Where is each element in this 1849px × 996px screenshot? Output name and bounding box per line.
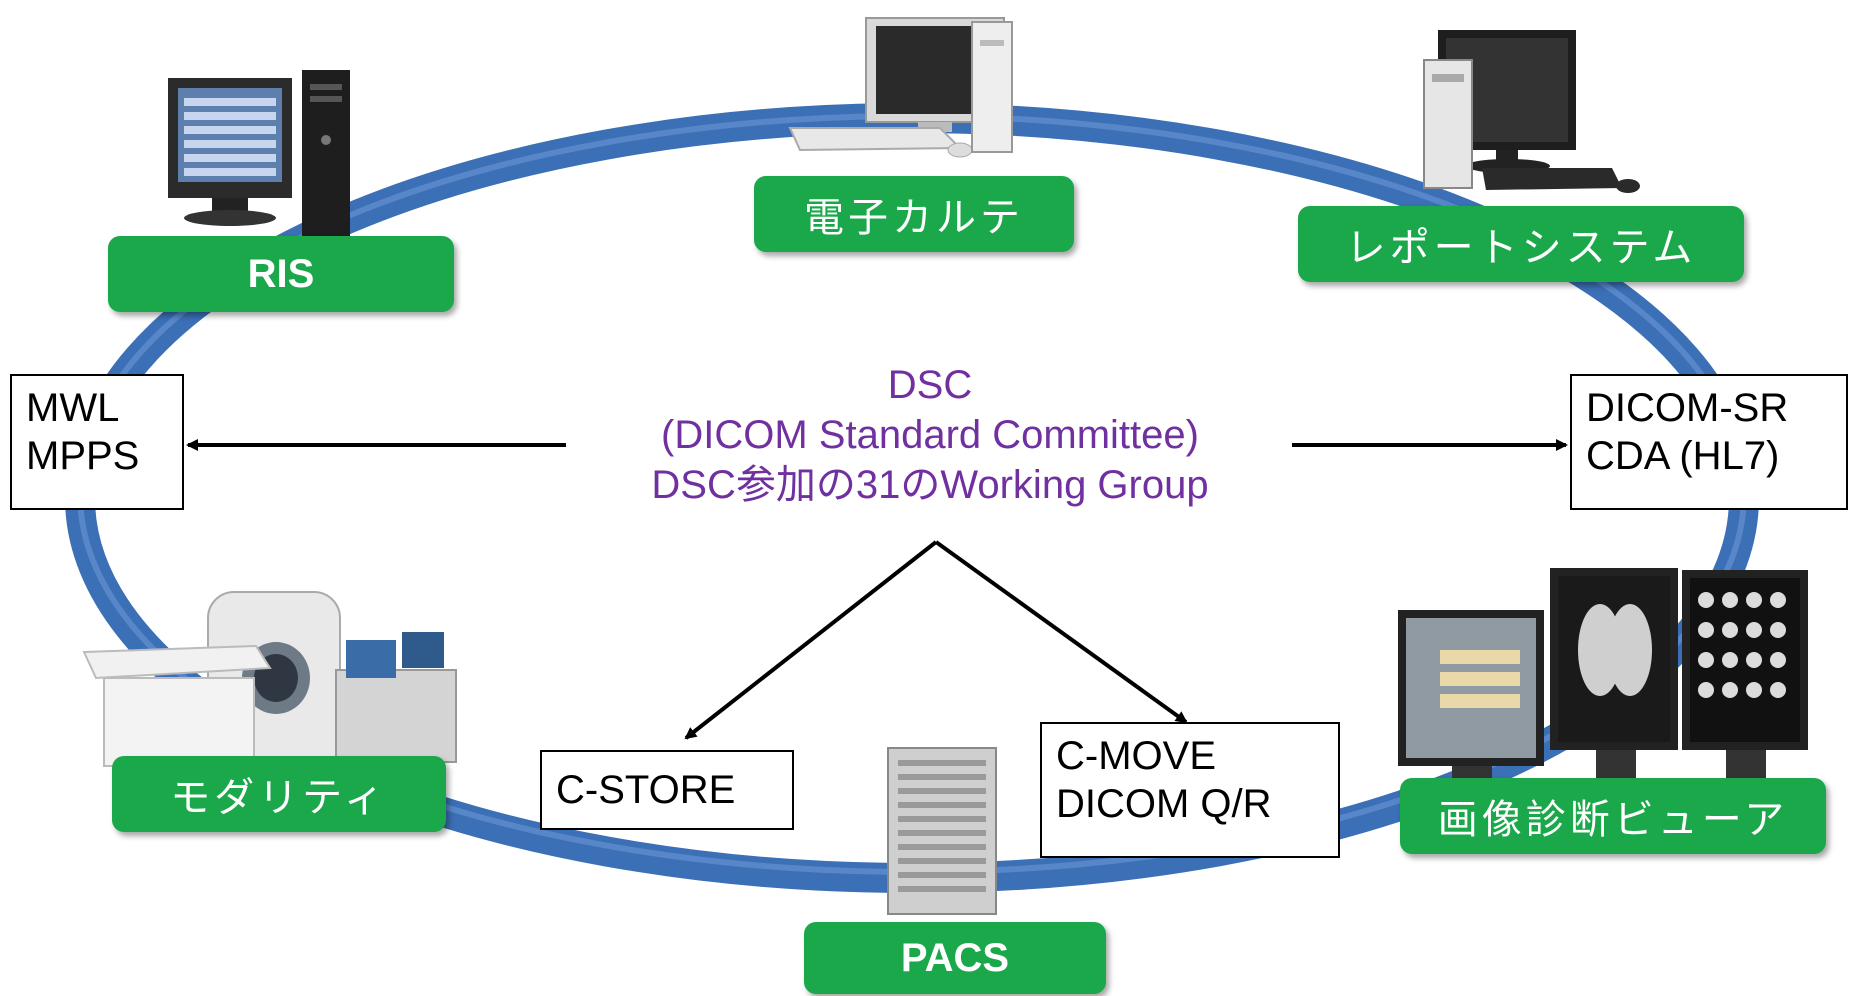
emr-pc-icon <box>788 17 1013 158</box>
mwl-label: MWL <box>26 386 120 430</box>
c-store-label: C-STORE <box>556 768 736 812</box>
mpps-label: MPPS <box>26 434 140 478</box>
report-system-node: レポートシステム <box>1298 206 1744 282</box>
dsc-working-groups: DSC参加の31のWorking Group <box>651 463 1209 507</box>
dicom-sr-callout: DICOM-SR CDA (HL7) <box>1570 374 1848 510</box>
ris-workstation-icon <box>168 70 350 240</box>
dsc-center-label: DSC (DICOM Standard Committee) DSC参加の31の… <box>560 360 1300 510</box>
pacs-node: PACS <box>804 922 1106 994</box>
ct-scanner-icon <box>82 591 457 769</box>
pacs-server-icon <box>887 747 997 915</box>
c-move-callout: C-MOVE DICOM Q/R <box>1040 722 1340 858</box>
dicom-qr-label: DICOM Q/R <box>1056 782 1272 826</box>
viewer-node: 画像診断ビューア <box>1400 778 1826 854</box>
dsc-title: DSC <box>887 363 973 407</box>
arrow-to-c-move <box>934 540 1188 724</box>
dicom-sr-label: DICOM-SR <box>1586 386 1789 430</box>
cda-label: CDA (HL7) <box>1586 434 1780 478</box>
viewer-monitors-icon <box>1398 568 1808 792</box>
arrow-to-c-store <box>684 540 938 740</box>
dsc-fullname: (DICOM Standard Committee) <box>661 413 1199 457</box>
ris-node: RIS <box>108 236 454 312</box>
c-move-label: C-MOVE <box>1056 734 1216 778</box>
report-pc-icon <box>1423 30 1640 193</box>
c-store-callout: C-STORE <box>540 750 794 830</box>
emr-node: 電子カルテ <box>754 176 1074 252</box>
mwl-mpps-callout: MWL MPPS <box>10 374 184 510</box>
modality-node: モダリティ <box>112 756 446 832</box>
